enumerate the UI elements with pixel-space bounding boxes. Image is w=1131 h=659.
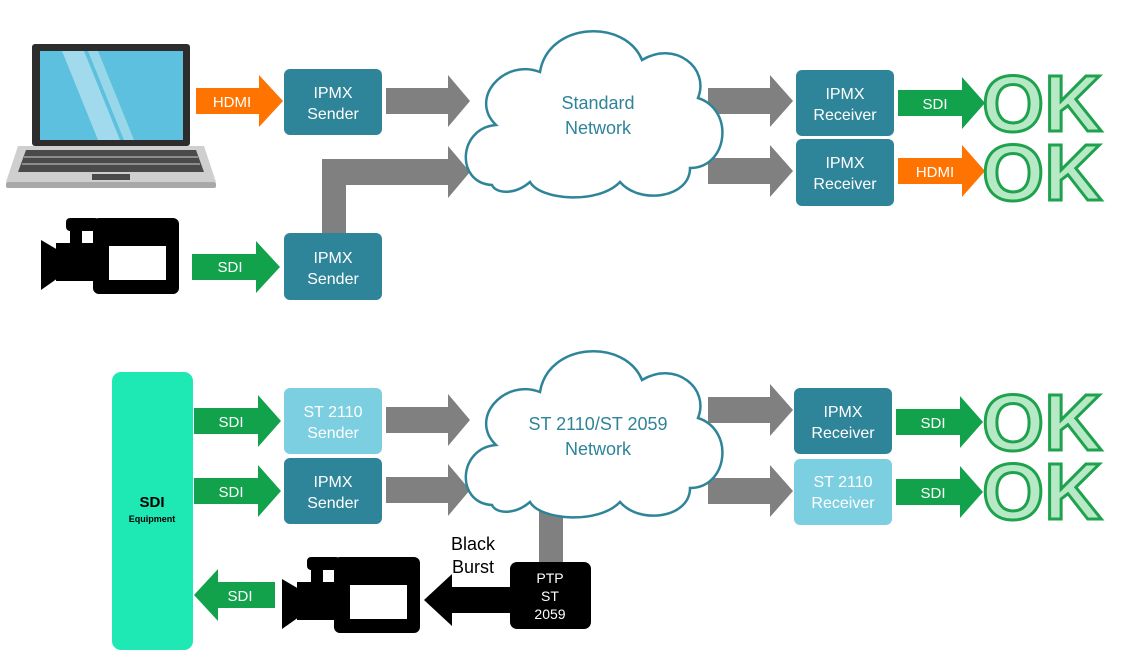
ipmx-sender-box: IPMX Sender [284,69,382,135]
cloud-icon: ST 2110/ST 2059 Network [464,350,724,519]
sdi-arrow: SDI [194,465,281,517]
sdi-label: SDI [217,259,242,276]
sdi-equipment-shape [112,372,193,650]
sdi-label: SDI [218,484,243,501]
cloud-label-line2: Network [565,118,632,138]
ipmx-receiver-box: IPMX Receiver [794,388,892,454]
gray-arrow [386,464,470,516]
gray-arrow [708,384,793,436]
receiver-label-line2: Receiver [813,107,877,124]
network-arrows-top [322,75,793,233]
black-burst-arrow [424,574,510,626]
ok-status: OK [982,59,1102,148]
ok-status: OK [982,378,1102,467]
receiver-label-line1: IPMX [825,155,864,172]
sender-box-shape [284,233,382,300]
receiver-box-shape [796,139,894,206]
receiver-label-line1: ST 2110 [813,474,872,491]
sender-label-line1: IPMX [313,474,352,491]
gray-arrow [708,145,793,197]
laptop-icon [6,44,216,188]
video-camera-icon [41,218,179,294]
sdi-label: SDI [920,485,945,502]
sender-label-line1: IPMX [313,250,352,267]
sender-label-line2: Sender [307,495,359,512]
hdmi-label: HDMI [916,164,954,181]
cloud-label-line1: Standard [561,93,634,113]
sdi-arrow-shape [194,395,281,447]
sender-label-line2: Sender [307,106,359,123]
ptp-box-shape [510,562,591,629]
ok-status: OK [982,128,1102,217]
gray-arrow [708,75,793,127]
sdi-equipment-subtitle: Equipment [129,514,176,524]
receiver-label-line2: Receiver [811,425,875,442]
sdi-label: SDI [922,96,947,113]
black-burst-label-line2: Burst [452,557,494,577]
sdi-arrow-shape [896,466,983,518]
hdmi-label: HDMI [213,94,251,111]
ptp-label-line2: ST [541,588,559,604]
ptp-st2059-box: PTP ST 2059 [510,562,591,629]
ipmx-receiver-box: IPMX Receiver [796,139,894,206]
sdi-arrow: SDI [896,396,983,448]
sdi-label: SDI [227,588,252,605]
hdmi-arrow-shape [196,75,283,127]
sdi-equipment-title: SDI [139,494,164,511]
sdi-arrow: SDI [192,241,280,293]
sdi-arrow: SDI [194,395,281,447]
ipmx-sender-box: IPMX Sender [284,233,382,300]
sdi-arrow: SDI [898,77,985,129]
st2110-box-shape [794,459,892,525]
gray-elbow-arrow [322,146,470,233]
ipmx-sender-box: IPMX Sender [284,458,382,524]
sender-box-shape [284,69,382,135]
ipmx-receiver-box: IPMX Receiver [796,70,894,136]
gray-arrow [708,465,793,517]
sdi-arrow-shape [194,569,275,621]
ptp-label-line3: 2059 [534,606,565,622]
st2110-receiver-box: ST 2110 Receiver [794,459,892,525]
sdi-label: SDI [920,415,945,432]
st2110-sender-box: ST 2110 Sender [284,388,382,454]
cloud-label-line1: ST 2110/ST 2059 [528,414,667,434]
receiver-label-line1: IPMX [823,404,862,421]
receiver-box-shape [794,388,892,454]
sdi-return-arrow: SDI [194,569,275,621]
hdmi-arrow: HDMI [196,75,283,127]
st2110-box-shape [284,388,382,454]
gray-arrow [386,75,470,127]
sender-box-shape [284,458,382,524]
sender-label-line2: Sender [307,425,359,442]
sdi-arrow-shape [896,396,983,448]
cloud-icon: Standard Network [464,30,724,199]
sdi-equipment-box: SDI Equipment [112,372,193,650]
receiver-label-line2: Receiver [811,495,875,512]
sender-label-line1: IPMX [313,85,352,102]
ok-status: OK [982,447,1102,536]
sdi-arrow-shape [192,241,280,293]
black-burst-label-line1: Black [451,534,496,554]
receiver-label-line2: Receiver [813,176,877,193]
gray-arrow [386,394,470,446]
sdi-label: SDI [218,414,243,431]
hdmi-arrow-shape [898,145,985,197]
receiver-label-line1: IPMX [825,86,864,103]
sender-label-line1: ST 2110 [303,404,362,421]
receiver-box-shape [796,70,894,136]
cloud-label-line2: Network [565,439,632,459]
sdi-arrow: SDI [896,466,983,518]
sdi-arrow-shape [898,77,985,129]
ptp-label-line1: PTP [536,570,563,586]
video-camera-icon [282,557,420,633]
sender-label-line2: Sender [307,271,359,288]
hdmi-arrow: HDMI [898,145,985,197]
sdi-arrow-shape [194,465,281,517]
